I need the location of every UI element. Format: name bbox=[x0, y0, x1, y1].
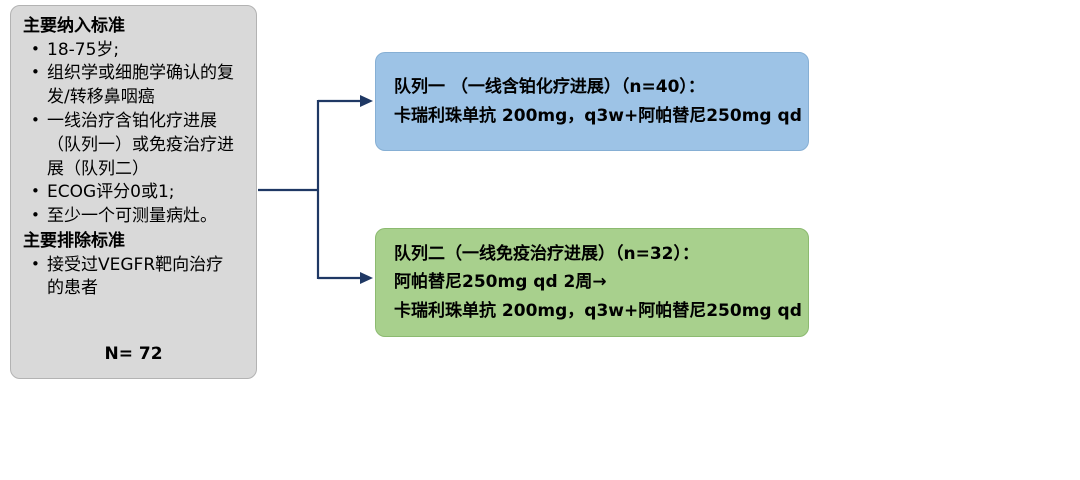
cohort2-title: 队列二（一线免疫治疗进展）（n=32）： bbox=[394, 244, 700, 265]
inclusion-item: 至少一个可测量病灶。 bbox=[23, 205, 238, 229]
total-enrollment: N= 72 bbox=[104, 344, 163, 364]
criteria-box: 主要纳入标准 18-75岁; 组织学或细胞学确认的复发/转移鼻咽癌 一线治疗含铂… bbox=[10, 5, 257, 379]
exclusion-item: 接受过VEGFR靶向治疗的患者 bbox=[23, 254, 238, 302]
cohort1-title: 队列一 （一线含铂化疗进展）（n=40）： bbox=[394, 77, 705, 98]
inclusion-item: 一线治疗含铂化疗进展（队列一）或免疫治疗进展（队列二） bbox=[23, 110, 238, 181]
cohort2-leadin: 阿帕替尼250mg qd 2周→ bbox=[394, 272, 607, 293]
inclusion-title: 主要纳入标准 bbox=[23, 16, 125, 36]
cohort1-box: 队列一 （一线含铂化疗进展）（n=40）： 卡瑞利珠单抗 200mg，q3w+阿… bbox=[375, 52, 809, 151]
cohort2-box: 队列二（一线免疫治疗进展）（n=32）： 阿帕替尼250mg qd 2周→ 卡瑞… bbox=[375, 228, 809, 337]
inclusion-item: 组织学或细胞学确认的复发/转移鼻咽癌 bbox=[23, 62, 238, 110]
inclusion-item: ECOG评分0或1; bbox=[23, 181, 238, 205]
inclusion-list: 18-75岁; 组织学或细胞学确认的复发/转移鼻咽癌 一线治疗含铂化疗进展（队列… bbox=[23, 39, 238, 229]
cohort1-regimen: 卡瑞利珠单抗 200mg，q3w+阿帕替尼250mg qd bbox=[394, 105, 802, 126]
exclusion-list: 接受过VEGFR靶向治疗的患者 bbox=[23, 254, 238, 302]
exclusion-title: 主要排除标准 bbox=[23, 231, 125, 252]
cohort2-regimen: 卡瑞利珠单抗 200mg，q3w+阿帕替尼250mg qd bbox=[394, 300, 802, 321]
inclusion-item: 18-75岁; bbox=[23, 39, 238, 63]
